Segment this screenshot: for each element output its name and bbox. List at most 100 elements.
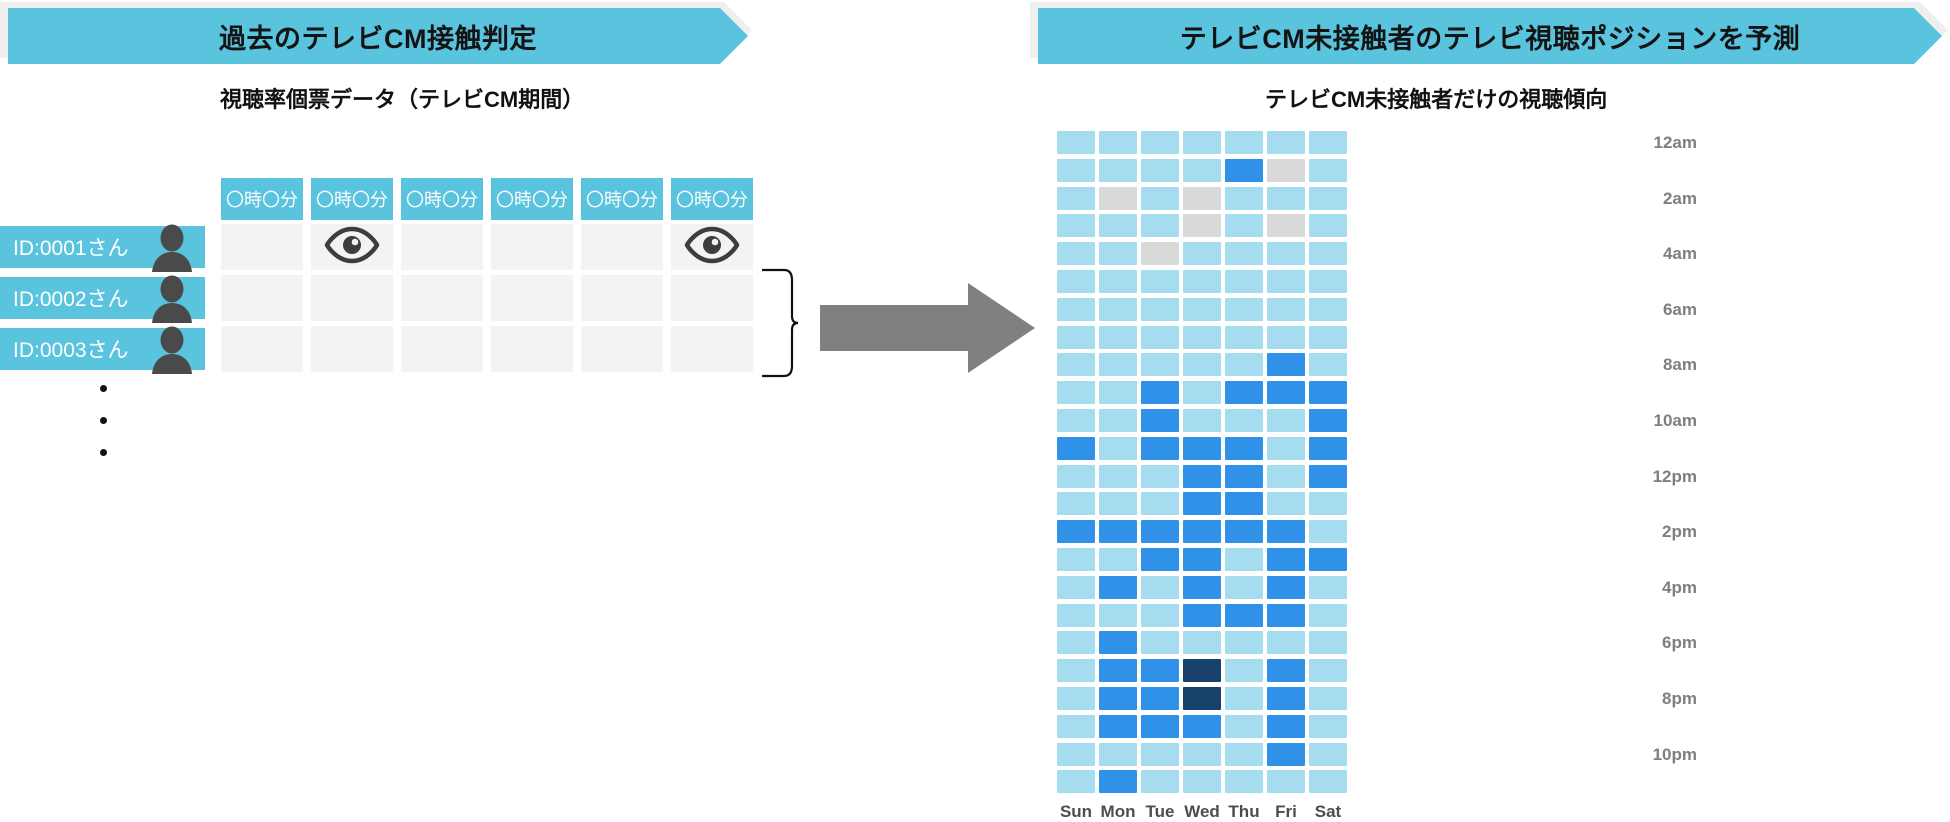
table-cell[interactable] bbox=[581, 326, 663, 372]
heatmap-cell[interactable] bbox=[1309, 742, 1347, 766]
heatmap-cell[interactable] bbox=[1057, 770, 1095, 794]
heatmap-cell[interactable] bbox=[1267, 603, 1305, 627]
heatmap-cell[interactable] bbox=[1141, 686, 1179, 710]
table-cell[interactable] bbox=[401, 326, 483, 372]
heatmap-cell[interactable] bbox=[1267, 325, 1305, 349]
heatmap-cell[interactable] bbox=[1183, 714, 1221, 738]
table-cell[interactable] bbox=[401, 275, 483, 321]
heatmap-cell[interactable] bbox=[1267, 714, 1305, 738]
table-cell[interactable] bbox=[671, 275, 753, 321]
heatmap-cell[interactable] bbox=[1267, 214, 1305, 238]
heatmap-cell[interactable] bbox=[1309, 214, 1347, 238]
heatmap-cell[interactable] bbox=[1225, 603, 1263, 627]
heatmap-cell[interactable] bbox=[1225, 381, 1263, 405]
heatmap-cell[interactable] bbox=[1225, 408, 1263, 432]
heatmap-cell[interactable] bbox=[1225, 575, 1263, 599]
heatmap-cell[interactable] bbox=[1225, 742, 1263, 766]
heatmap-cell[interactable] bbox=[1099, 436, 1137, 460]
heatmap-cell[interactable] bbox=[1183, 770, 1221, 794]
heatmap-cell[interactable] bbox=[1141, 742, 1179, 766]
heatmap-cell[interactable] bbox=[1225, 547, 1263, 571]
heatmap-cell[interactable] bbox=[1309, 269, 1347, 293]
heatmap-cell[interactable] bbox=[1141, 297, 1179, 321]
heatmap-cell[interactable] bbox=[1309, 297, 1347, 321]
table-cell[interactable] bbox=[491, 275, 573, 321]
heatmap-cell[interactable] bbox=[1309, 381, 1347, 405]
heatmap-cell[interactable] bbox=[1057, 686, 1095, 710]
heatmap-cell[interactable] bbox=[1183, 631, 1221, 655]
heatmap-cell[interactable] bbox=[1057, 131, 1095, 154]
heatmap-cell[interactable] bbox=[1267, 186, 1305, 210]
heatmap-cell[interactable] bbox=[1057, 714, 1095, 738]
heatmap-cell[interactable] bbox=[1099, 186, 1137, 210]
table-cell[interactable] bbox=[491, 224, 573, 270]
heatmap-cell[interactable] bbox=[1225, 242, 1263, 266]
heatmap-cell[interactable] bbox=[1267, 436, 1305, 460]
heatmap-cell[interactable] bbox=[1099, 770, 1137, 794]
heatmap-cell[interactable] bbox=[1141, 269, 1179, 293]
heatmap-cell[interactable] bbox=[1267, 242, 1305, 266]
table-cell[interactable] bbox=[311, 275, 393, 321]
heatmap-cell[interactable] bbox=[1141, 547, 1179, 571]
heatmap-cell[interactable] bbox=[1267, 297, 1305, 321]
heatmap-cell[interactable] bbox=[1099, 520, 1137, 544]
heatmap-cell[interactable] bbox=[1267, 131, 1305, 154]
heatmap-cell[interactable] bbox=[1183, 464, 1221, 488]
heatmap-cell[interactable] bbox=[1267, 686, 1305, 710]
heatmap-cell[interactable] bbox=[1225, 214, 1263, 238]
table-cell[interactable] bbox=[491, 326, 573, 372]
heatmap-cell[interactable] bbox=[1309, 659, 1347, 683]
heatmap-cell[interactable] bbox=[1099, 325, 1137, 349]
heatmap-cell[interactable] bbox=[1141, 158, 1179, 182]
heatmap-cell[interactable] bbox=[1057, 603, 1095, 627]
heatmap-cell[interactable] bbox=[1267, 492, 1305, 516]
heatmap-cell[interactable] bbox=[1057, 158, 1095, 182]
heatmap-cell[interactable] bbox=[1225, 325, 1263, 349]
heatmap-cell[interactable] bbox=[1183, 408, 1221, 432]
table-cell[interactable] bbox=[401, 224, 483, 270]
heatmap-cell[interactable] bbox=[1057, 492, 1095, 516]
table-cell[interactable] bbox=[221, 326, 303, 372]
heatmap-cell[interactable] bbox=[1267, 575, 1305, 599]
heatmap-cell[interactable] bbox=[1099, 131, 1137, 154]
heatmap-cell[interactable] bbox=[1057, 297, 1095, 321]
heatmap-cell[interactable] bbox=[1225, 520, 1263, 544]
heatmap-cell[interactable] bbox=[1267, 408, 1305, 432]
heatmap-cell[interactable] bbox=[1099, 575, 1137, 599]
heatmap-cell[interactable] bbox=[1309, 242, 1347, 266]
heatmap-cell[interactable] bbox=[1309, 353, 1347, 377]
heatmap-cell[interactable] bbox=[1099, 631, 1137, 655]
heatmap-cell[interactable] bbox=[1267, 547, 1305, 571]
heatmap-cell[interactable] bbox=[1141, 186, 1179, 210]
heatmap-cell[interactable] bbox=[1057, 547, 1095, 571]
heatmap-cell[interactable] bbox=[1183, 686, 1221, 710]
heatmap-cell[interactable] bbox=[1057, 186, 1095, 210]
heatmap-cell[interactable] bbox=[1309, 520, 1347, 544]
heatmap-cell[interactable] bbox=[1267, 381, 1305, 405]
heatmap-cell[interactable] bbox=[1267, 742, 1305, 766]
heatmap-cell[interactable] bbox=[1099, 269, 1137, 293]
heatmap-cell[interactable] bbox=[1057, 436, 1095, 460]
heatmap-cell[interactable] bbox=[1183, 659, 1221, 683]
table-cell[interactable] bbox=[221, 275, 303, 321]
heatmap-cell[interactable] bbox=[1225, 186, 1263, 210]
heatmap-cell[interactable] bbox=[1057, 242, 1095, 266]
heatmap-cell[interactable] bbox=[1309, 770, 1347, 794]
heatmap-cell[interactable] bbox=[1141, 714, 1179, 738]
heatmap-cell[interactable] bbox=[1309, 547, 1347, 571]
heatmap-cell[interactable] bbox=[1309, 408, 1347, 432]
heatmap-cell[interactable] bbox=[1141, 325, 1179, 349]
heatmap-cell[interactable] bbox=[1141, 770, 1179, 794]
table-cell[interactable] bbox=[221, 224, 303, 270]
heatmap-cell[interactable] bbox=[1141, 131, 1179, 154]
heatmap-cell[interactable] bbox=[1099, 214, 1137, 238]
heatmap-cell[interactable] bbox=[1057, 325, 1095, 349]
heatmap-cell[interactable] bbox=[1309, 436, 1347, 460]
heatmap-cell[interactable] bbox=[1057, 575, 1095, 599]
heatmap-cell[interactable] bbox=[1309, 464, 1347, 488]
heatmap-cell[interactable] bbox=[1267, 269, 1305, 293]
heatmap-cell[interactable] bbox=[1267, 353, 1305, 377]
heatmap-cell[interactable] bbox=[1141, 436, 1179, 460]
heatmap-cell[interactable] bbox=[1141, 214, 1179, 238]
heatmap-cell[interactable] bbox=[1183, 242, 1221, 266]
